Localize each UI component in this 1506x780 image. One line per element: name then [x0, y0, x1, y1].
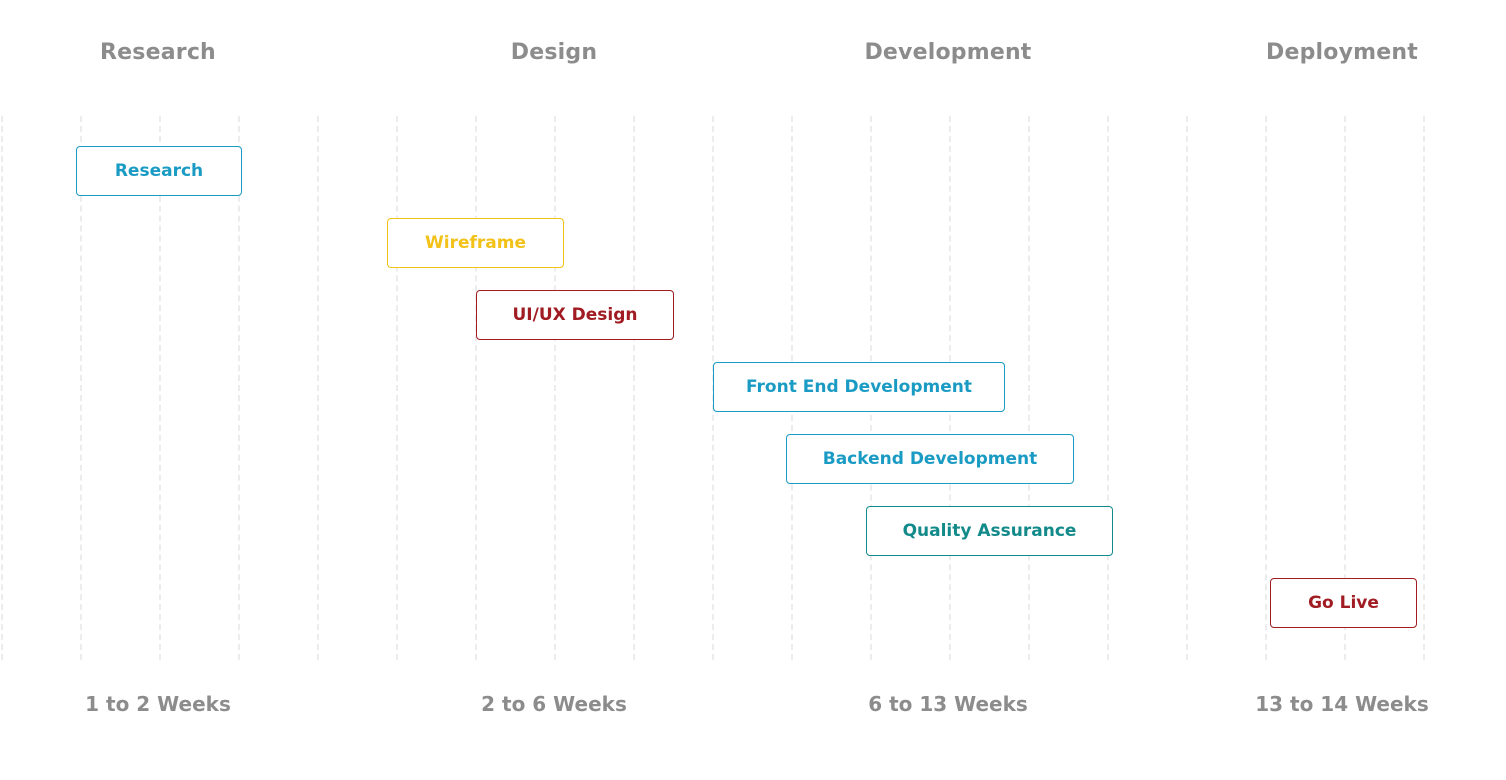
duration-development: 6 to 13 Weeks — [868, 692, 1028, 716]
grid-line — [80, 116, 82, 660]
phase-title-deployment: Deployment — [1266, 40, 1418, 65]
task-quality-assurance: Quality Assurance — [866, 506, 1113, 556]
task-ui-ux-design: UI/UX Design — [476, 290, 674, 340]
grid-line — [396, 116, 398, 660]
phase-title-design: Design — [510, 40, 598, 65]
grid-line — [1028, 116, 1030, 660]
grid-line — [317, 116, 319, 660]
phase-title-research: Research — [100, 40, 216, 65]
grid-line — [159, 116, 161, 660]
task-wireframe: Wireframe — [387, 218, 564, 268]
duration-design: 2 to 6 Weeks — [481, 692, 627, 716]
grid-line — [554, 116, 556, 660]
duration-research: 1 to 2 Weeks — [85, 692, 231, 716]
grid-line — [1265, 116, 1267, 660]
task-go-live: Go Live — [1270, 578, 1417, 628]
grid-line — [475, 116, 477, 660]
grid-line — [1423, 116, 1425, 660]
task-research: Research — [76, 146, 242, 196]
phase-title-development: Development — [864, 40, 1032, 65]
task-backend-development: Backend Development — [786, 434, 1074, 484]
grid-line — [1107, 116, 1109, 660]
grid-line — [1344, 116, 1346, 660]
grid-line — [238, 116, 240, 660]
grid-line — [1186, 116, 1188, 660]
duration-deployment: 13 to 14 Weeks — [1255, 692, 1429, 716]
grid-line — [1, 116, 3, 660]
grid-line — [633, 116, 635, 660]
task-front-end-development: Front End Development — [713, 362, 1005, 412]
